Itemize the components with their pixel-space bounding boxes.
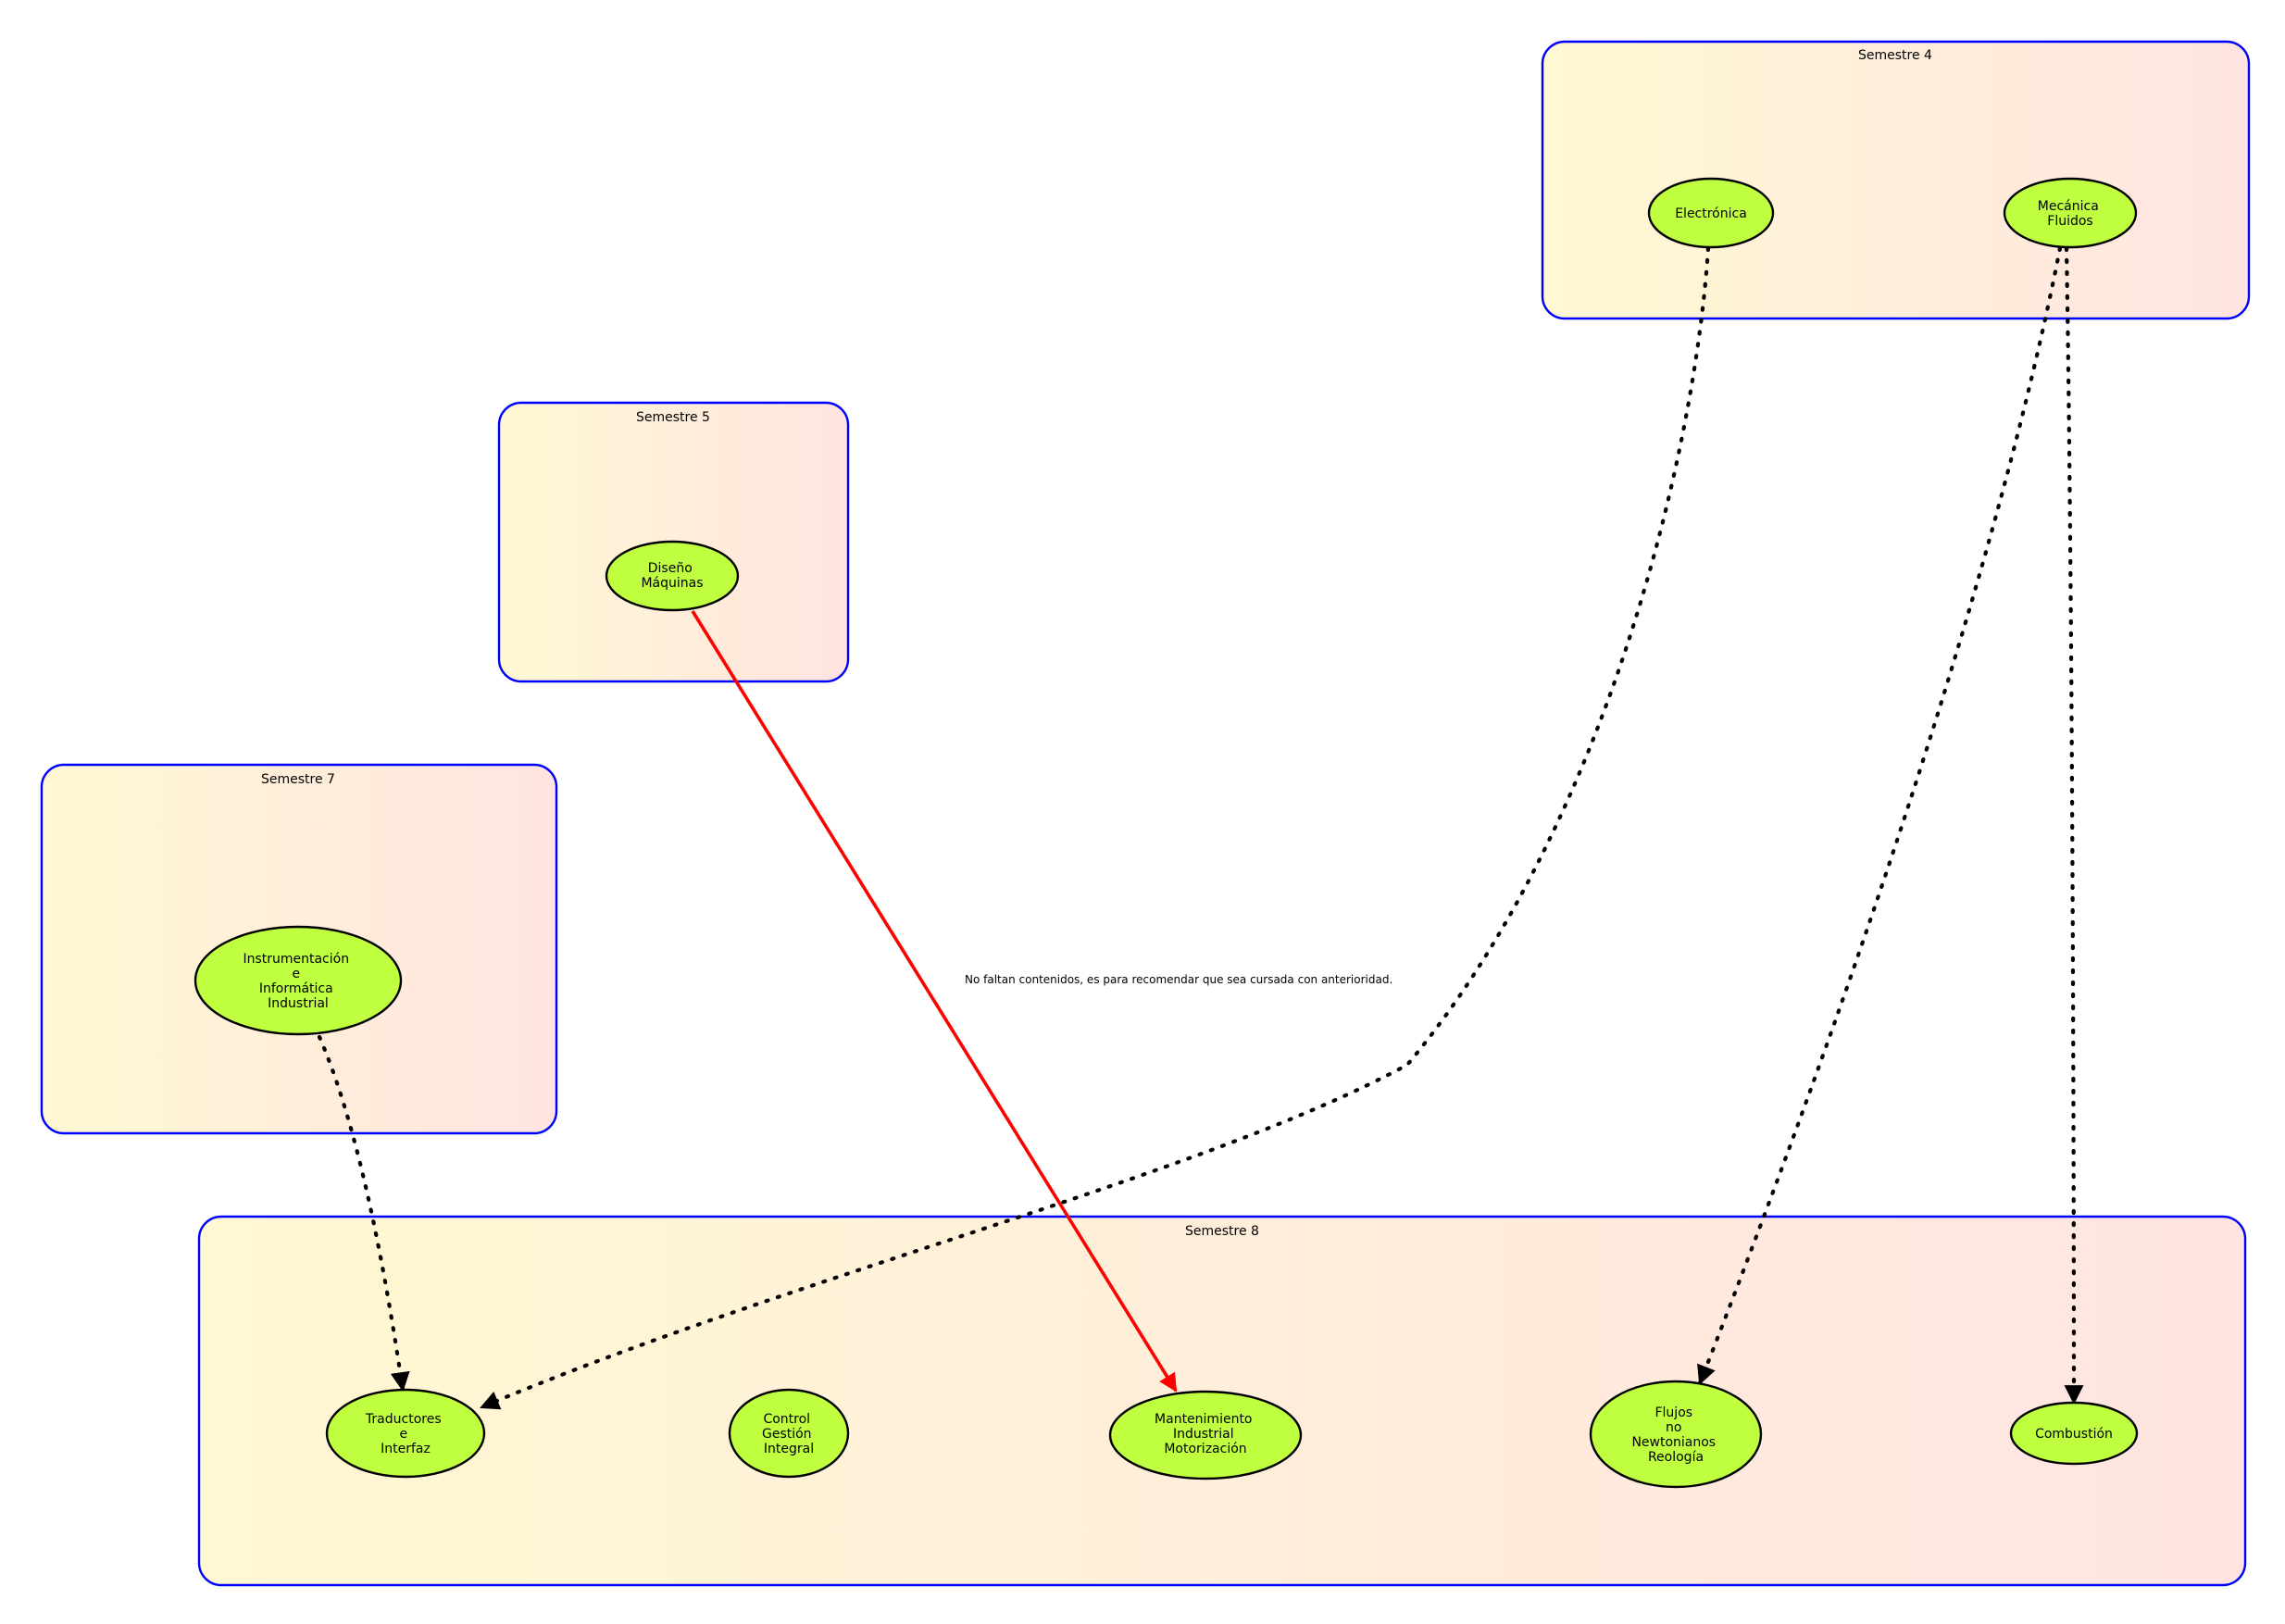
node-instrumentacion: Instrumentación e Informática Industrial: [194, 925, 403, 1036]
node-label: Traductores e Interfaz: [365, 1412, 445, 1456]
node-flujos: Flujos no Newtonianos Reología: [1589, 1380, 1763, 1489]
cluster-title: Semestre 4: [1858, 48, 1932, 63]
node-label-line: Diseño: [648, 561, 693, 576]
node-label-line: Mecánica: [2038, 199, 2099, 214]
node-ellipse: [2009, 1401, 2139, 1466]
node-ellipse: [605, 540, 740, 612]
node-label-line: Fluidos: [2047, 214, 2092, 229]
node-label-line: Máquinas: [641, 576, 703, 591]
node-label-line: e: [399, 1427, 407, 1442]
node-label: Combustión: [2035, 1427, 2113, 1442]
node-label-line: Informática: [259, 981, 333, 996]
node-label-line: Instrumentación: [243, 952, 349, 967]
node-label-line: Integral: [764, 1442, 814, 1456]
node-label-line: Interfaz: [381, 1442, 431, 1456]
node-label-line: Traductores: [365, 1412, 442, 1427]
node-ellipse: [1108, 1390, 1303, 1480]
node-combustion: Combustión: [2009, 1401, 2139, 1466]
edge-label-recommendation: No faltan contenidos, es para recomendar…: [965, 973, 1392, 986]
node-mantenimiento: Mantenimiento Industrial Motorización: [1108, 1390, 1303, 1480]
cluster-title: Semestre 8: [1185, 1224, 1259, 1239]
node-label-line: Electrónica: [1675, 206, 1747, 221]
node-label-line: Motorización: [1164, 1442, 1246, 1456]
cluster-title: Semestre 5: [636, 410, 710, 425]
edge-instrumentacion-traductores: [317, 1034, 410, 1393]
edge-electronica-traductores: [479, 245, 1711, 1410]
cluster-box: [1541, 40, 2251, 320]
node-mecanica-fluidos: Mecánica Fluidos: [2003, 177, 2138, 249]
node-control-gestion: Control Gestión Integral: [728, 1388, 850, 1479]
node-ellipse: [194, 925, 403, 1036]
cluster-title: Semestre 7: [261, 772, 335, 787]
node-label: Control Gestión Integral: [762, 1412, 816, 1456]
node-label-line: Industrial: [1173, 1427, 1234, 1442]
node-label-line: Flujos: [1654, 1405, 1692, 1420]
edge-diseno-mantenimiento: [691, 610, 1178, 1393]
node-ellipse: [1647, 177, 1775, 249]
cluster-semestre-4: Semestre 4: [1541, 40, 2251, 320]
node-label-line: Control: [763, 1412, 810, 1427]
edge-mecanica-flujos: [1697, 245, 2063, 1386]
node-label-line: Gestión: [762, 1427, 812, 1442]
node-label-line: Newtonianos: [1631, 1435, 1716, 1450]
node-label-line: no: [1666, 1420, 1681, 1435]
node-ellipse: [728, 1388, 850, 1479]
node-label-line: Industrial: [268, 996, 329, 1011]
node-ellipse: [2003, 177, 2138, 249]
node-label: Flujos no Newtonianos Reología: [1631, 1405, 1719, 1465]
node-label-line: Mantenimiento: [1155, 1412, 1252, 1427]
node-label: Diseño Máquinas: [641, 561, 703, 591]
node-label-line: Combustión: [2035, 1427, 2113, 1442]
node-diseno-maquinas: Diseño Máquinas: [605, 540, 740, 612]
node-label: Electrónica: [1675, 206, 1747, 221]
node-ellipse: [1589, 1380, 1763, 1489]
node-traductores: Traductores e Interfaz: [325, 1388, 486, 1479]
node-label: Mecánica Fluidos: [2038, 199, 2103, 229]
node-label-line: Reología: [1648, 1450, 1704, 1465]
node-label-line: e: [292, 967, 300, 981]
node-label: Mantenimiento Industrial Motorización: [1155, 1412, 1256, 1456]
node-electronica: Electrónica: [1647, 177, 1775, 249]
node-label: Instrumentación e Informática Industrial: [243, 952, 353, 1011]
node-ellipse: [325, 1388, 486, 1479]
